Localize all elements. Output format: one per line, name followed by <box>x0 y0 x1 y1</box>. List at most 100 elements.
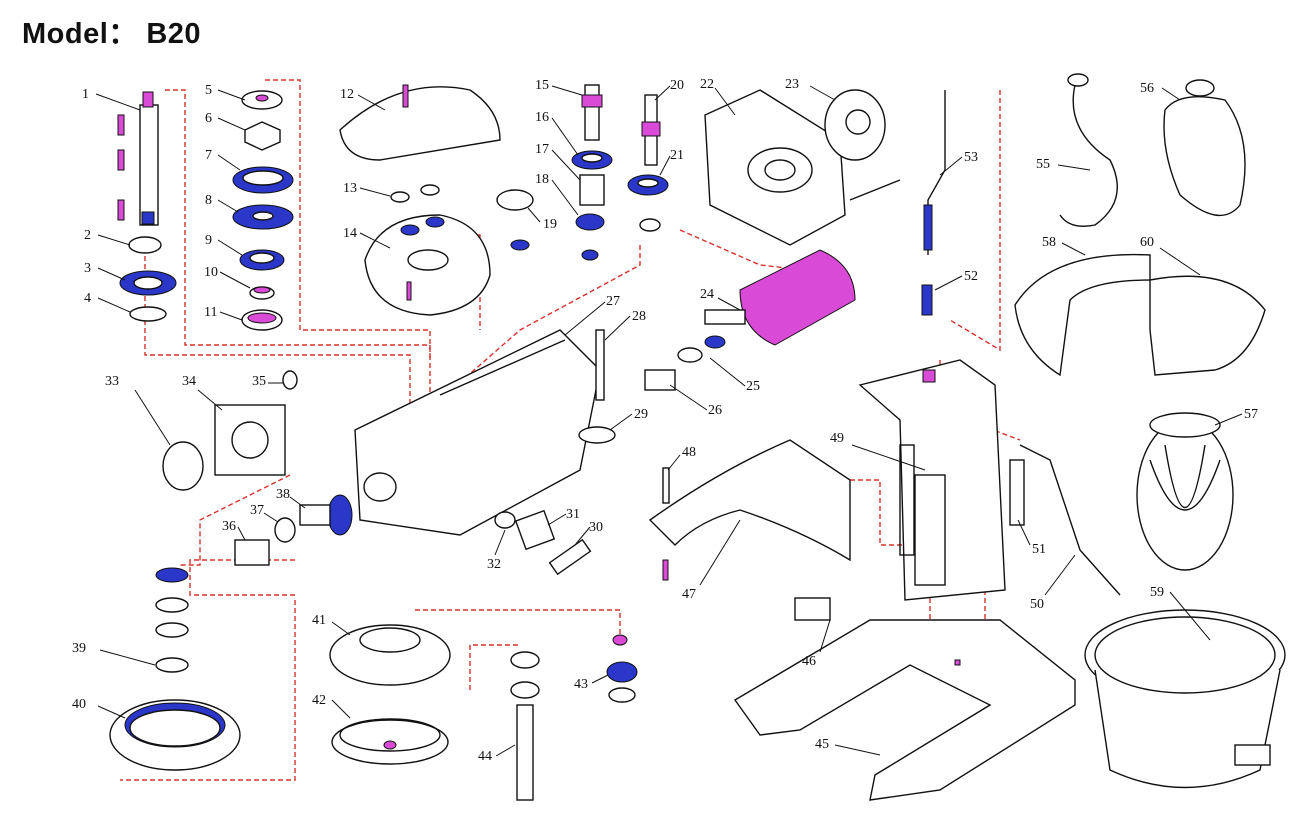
part-46-latch <box>794 597 831 621</box>
label-53: 53 <box>964 150 978 165</box>
part-28-rod <box>595 329 605 401</box>
part-23-end-cover <box>824 89 901 201</box>
label-57: 57 <box>1244 407 1258 422</box>
part-42-cover-ring <box>331 718 449 765</box>
label-24: 24 <box>700 287 714 302</box>
part-27-main-housing <box>354 329 601 536</box>
label-17: 17 <box>535 142 549 157</box>
label-25: 25 <box>746 379 760 394</box>
part-57-wire-whisk <box>1136 412 1234 571</box>
label-51: 51 <box>1032 542 1046 557</box>
part-number-labels: 1 2 3 4 5 6 7 8 9 10 11 12 13 14 15 16 1… <box>72 77 1258 764</box>
label-52: 52 <box>964 269 978 284</box>
part-4-washer <box>129 306 167 322</box>
label-58: 58 <box>1042 235 1056 250</box>
label-7: 7 <box>205 148 212 163</box>
label-6: 6 <box>205 111 212 126</box>
label-23: 23 <box>785 77 799 92</box>
part-53-rod <box>923 90 946 255</box>
part-32-gear <box>494 511 516 529</box>
label-47: 47 <box>682 587 696 602</box>
label-38: 38 <box>276 487 290 502</box>
label-11: 11 <box>204 305 217 320</box>
label-45: 45 <box>815 737 829 752</box>
label-9: 9 <box>205 233 212 248</box>
part-22-motor-housing <box>704 89 846 246</box>
part-44-spindle <box>510 651 540 801</box>
part-47-bowl-arm <box>648 439 851 581</box>
label-32: 32 <box>487 557 501 572</box>
label-60: 60 <box>1140 235 1154 250</box>
label-46: 46 <box>802 654 816 669</box>
part-49-column <box>858 359 1006 601</box>
label-48: 48 <box>682 445 696 460</box>
part-45-base <box>733 619 1076 801</box>
part-60-bowl-guard <box>1149 275 1266 376</box>
label-5: 5 <box>205 83 212 98</box>
label-14: 14 <box>343 226 357 241</box>
part-19-bracket <box>496 189 534 251</box>
part-34-flange <box>214 404 286 476</box>
part-37-ring <box>274 517 296 543</box>
label-35: 35 <box>252 374 266 389</box>
part-3-ring <box>119 270 177 296</box>
label-30: 30 <box>589 520 603 535</box>
part-41-planet-head <box>329 624 451 686</box>
label-43: 43 <box>574 677 588 692</box>
label-19: 19 <box>543 217 557 232</box>
label-8: 8 <box>205 193 212 208</box>
part-48-bolt <box>662 467 670 504</box>
label-59: 59 <box>1150 585 1164 600</box>
part-10-bushing <box>249 286 275 300</box>
label-40: 40 <box>72 697 86 712</box>
part-58-bowl-guard <box>1014 253 1151 377</box>
label-13: 13 <box>343 181 357 196</box>
label-10: 10 <box>204 265 218 280</box>
part-17-gear <box>579 174 605 206</box>
part-15-spindle <box>581 84 603 141</box>
label-26: 26 <box>708 403 722 418</box>
label-42: 42 <box>312 693 326 708</box>
part-6-coupling <box>244 121 281 151</box>
label-29: 29 <box>634 407 648 422</box>
label-21: 21 <box>670 148 684 163</box>
label-1: 1 <box>82 87 89 102</box>
part-7-gear <box>232 166 294 194</box>
label-49: 49 <box>830 431 844 446</box>
part-36-bushing <box>234 539 270 566</box>
part-13-pins <box>390 184 440 203</box>
part-30-handle <box>548 538 592 576</box>
label-20: 20 <box>670 78 684 93</box>
part-8-gear <box>232 204 294 230</box>
label-12: 12 <box>340 87 354 102</box>
label-4: 4 <box>84 291 91 306</box>
part-21-bearing <box>627 174 669 232</box>
part-29-lever <box>578 426 616 444</box>
label-55: 55 <box>1036 157 1050 172</box>
part-40-ring <box>109 699 241 771</box>
part-43-bearing <box>606 634 638 703</box>
label-37: 37 <box>250 503 264 518</box>
part-9-bearing <box>239 249 285 271</box>
part-18-bearing <box>575 213 605 261</box>
part-52-spring <box>921 284 933 316</box>
part-25-bearing <box>677 347 703 363</box>
part-50-lever <box>1019 444 1121 596</box>
part-51-guide <box>1009 459 1025 526</box>
label-22: 22 <box>700 77 714 92</box>
label-56: 56 <box>1140 81 1154 96</box>
label-39: 39 <box>72 641 86 656</box>
label-50: 50 <box>1030 597 1044 612</box>
part-26-gear <box>644 369 676 391</box>
part-59-bowl <box>1084 609 1286 789</box>
label-15: 15 <box>535 78 549 93</box>
part-11-gear <box>241 309 283 331</box>
part-31-plate <box>514 509 556 551</box>
label-2: 2 <box>84 228 91 243</box>
part-39-bearing-stack <box>155 567 189 673</box>
part-16-bearing <box>571 150 613 170</box>
part-20-pinion <box>641 94 661 166</box>
part-14-gearbox-plate <box>364 214 491 316</box>
model-title: Model： B20 <box>22 18 202 50</box>
